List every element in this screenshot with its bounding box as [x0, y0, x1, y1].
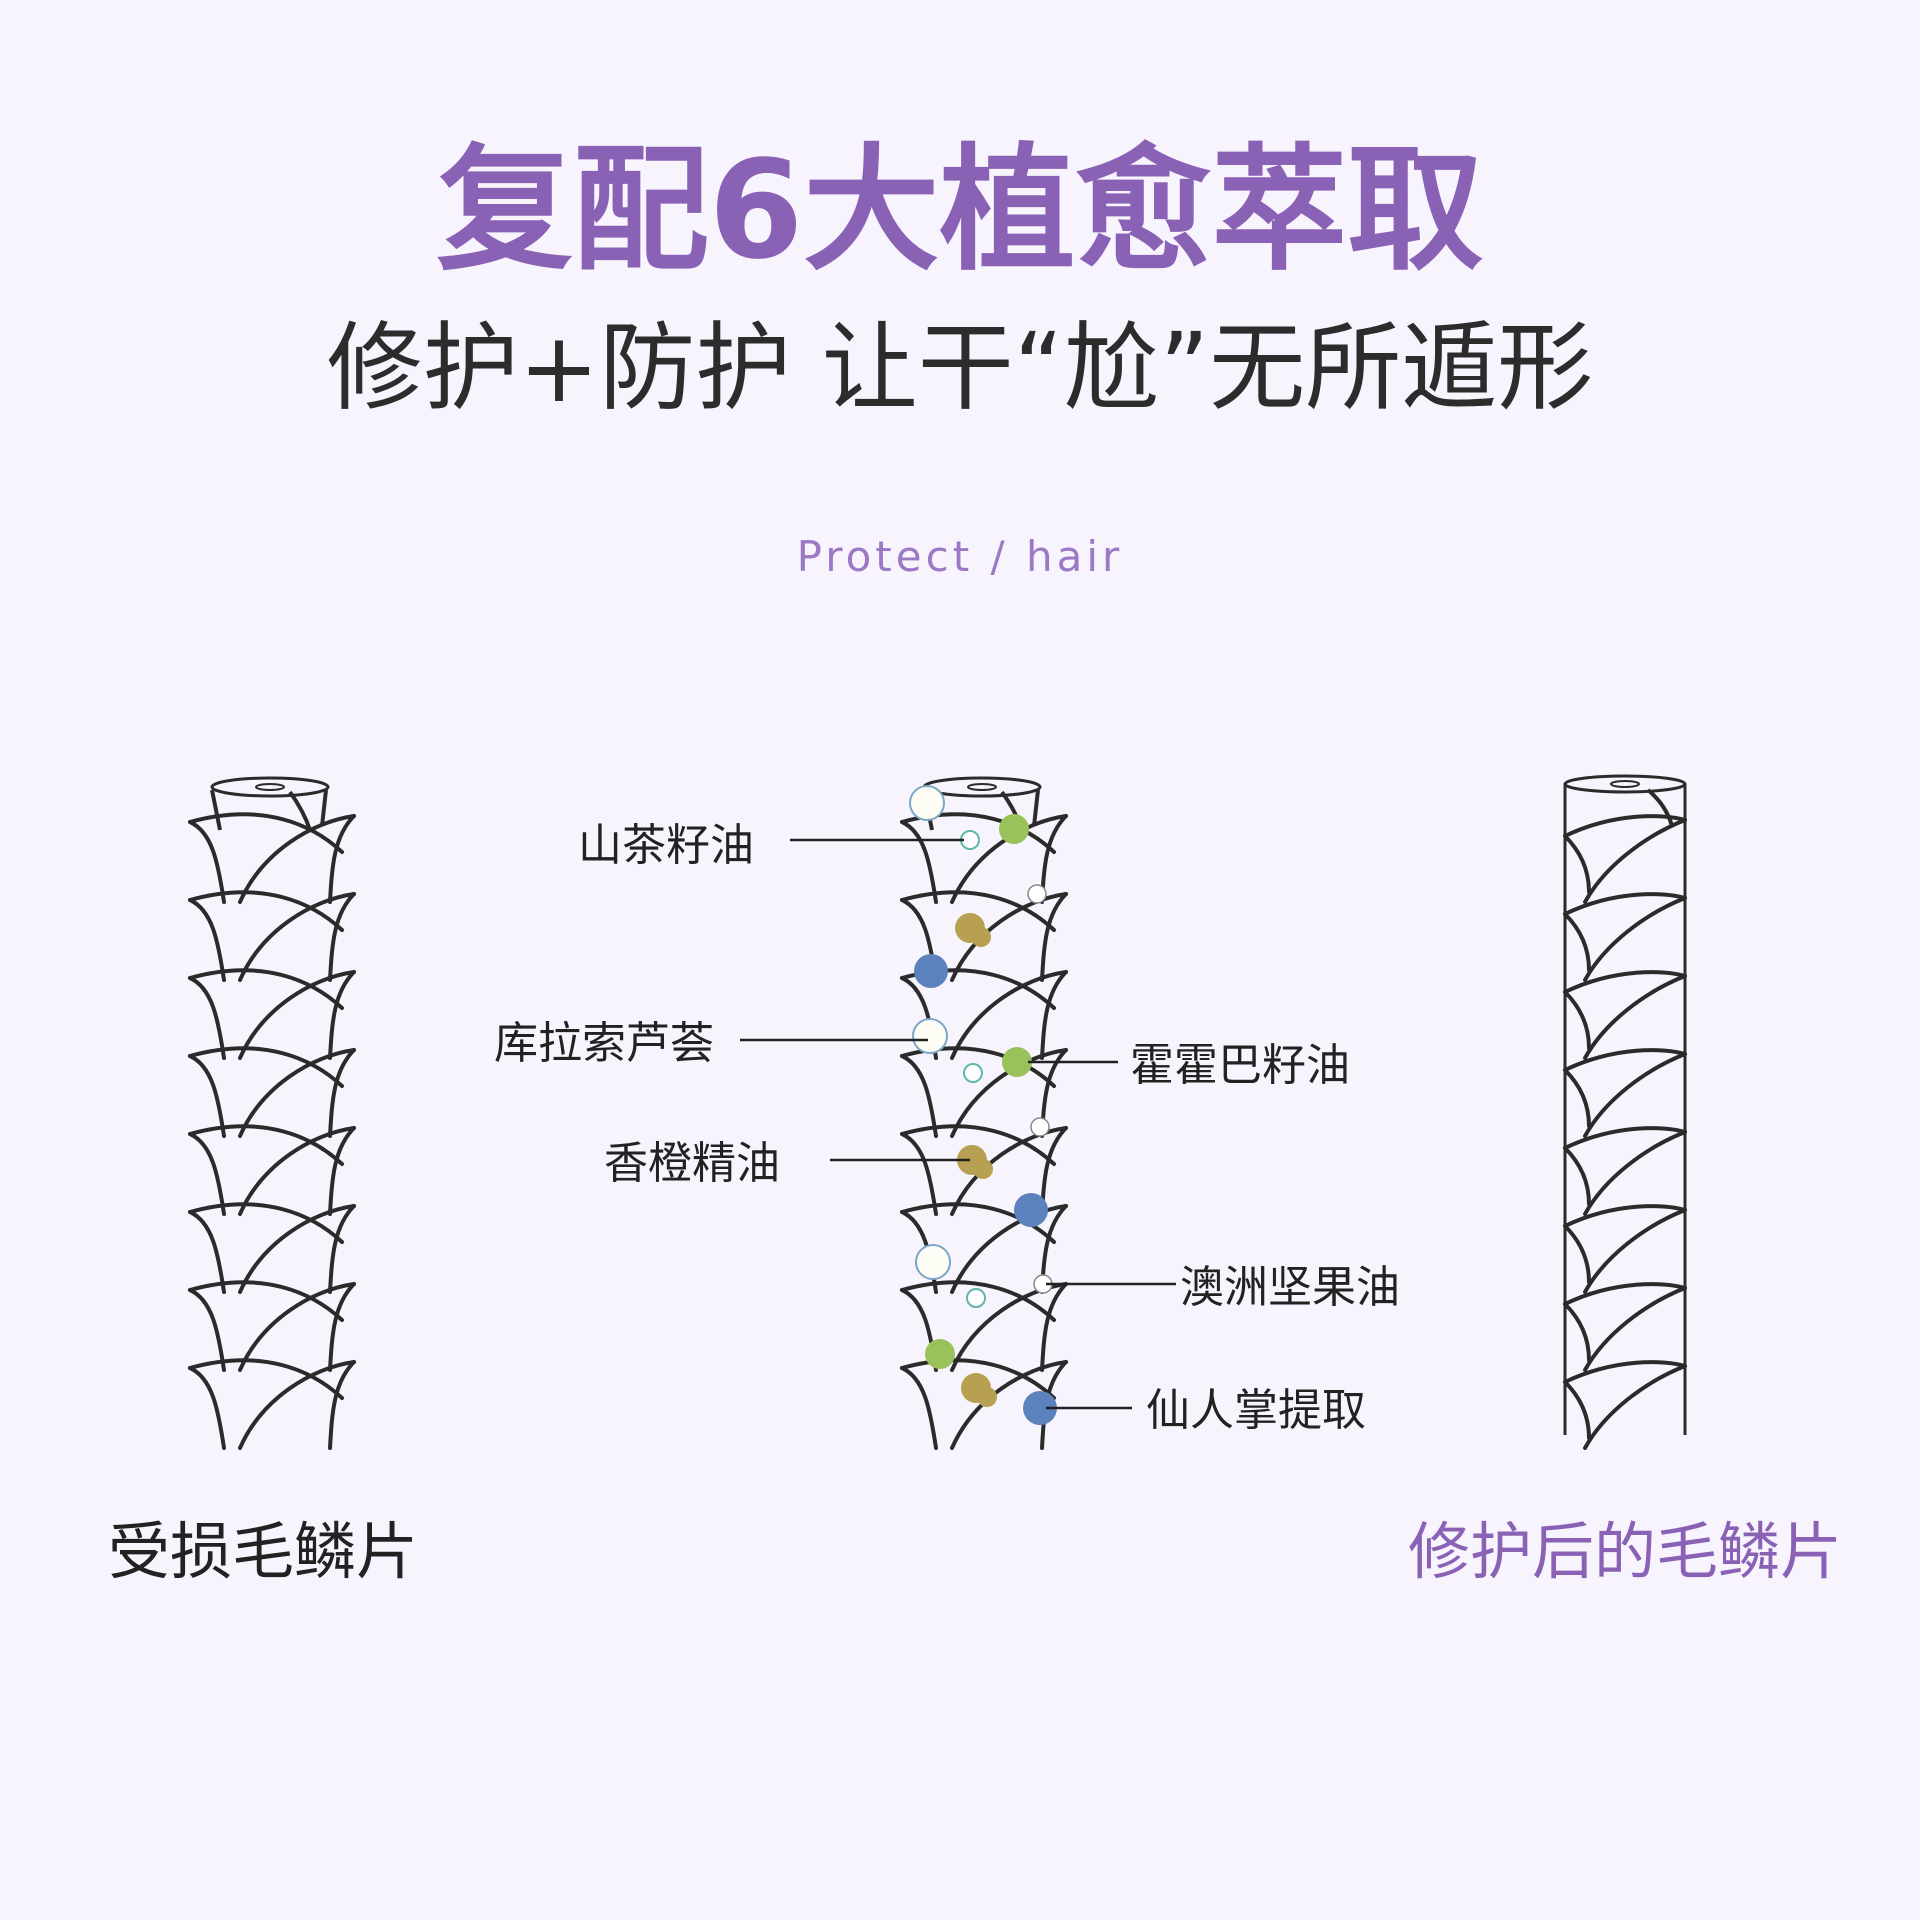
particle-blue	[1023, 1391, 1057, 1425]
particle-white-large	[912, 1018, 948, 1054]
label-ingredient-5: 澳洲坚果油	[1180, 1262, 1400, 1313]
tagline: Protect / hair	[796, 532, 1124, 581]
leader-lines	[740, 838, 1176, 1410]
page-title: 复配6大植愈萃取	[436, 132, 1484, 290]
page-subtitle: 修护+防护 让干“尬”无所遁形	[326, 312, 1594, 424]
particle-green	[925, 1339, 955, 1369]
particle-white-large	[909, 785, 945, 821]
label-ingredient-6: 仙人掌提取	[1146, 1385, 1366, 1436]
label-ingredient-3: 香橙精油	[604, 1138, 780, 1189]
particle-white-small	[1030, 1117, 1050, 1137]
damaged-hair-strand	[188, 776, 356, 1450]
repaired-hair-strand	[1563, 774, 1687, 1450]
particle-green	[1002, 1047, 1032, 1077]
particle-blue	[914, 954, 948, 988]
caption-damaged: 受损毛鳞片	[108, 1515, 419, 1588]
label-ingredient-1: 山茶籽油	[578, 820, 754, 871]
particle-blue	[1014, 1193, 1048, 1227]
label-ingredient-4: 霍霍巴籽油	[1130, 1040, 1350, 1091]
particle-white-small	[1027, 884, 1047, 904]
caption-repaired: 修护后的毛鳞片	[1408, 1515, 1843, 1588]
particle-teal-small	[963, 1063, 983, 1083]
label-ingredient-2: 库拉索芦荟	[494, 1018, 714, 1069]
particle-white-large	[915, 1244, 951, 1280]
particle-green	[999, 814, 1029, 844]
nutrient-particles	[909, 785, 1057, 1425]
particle-teal-small	[966, 1288, 986, 1308]
